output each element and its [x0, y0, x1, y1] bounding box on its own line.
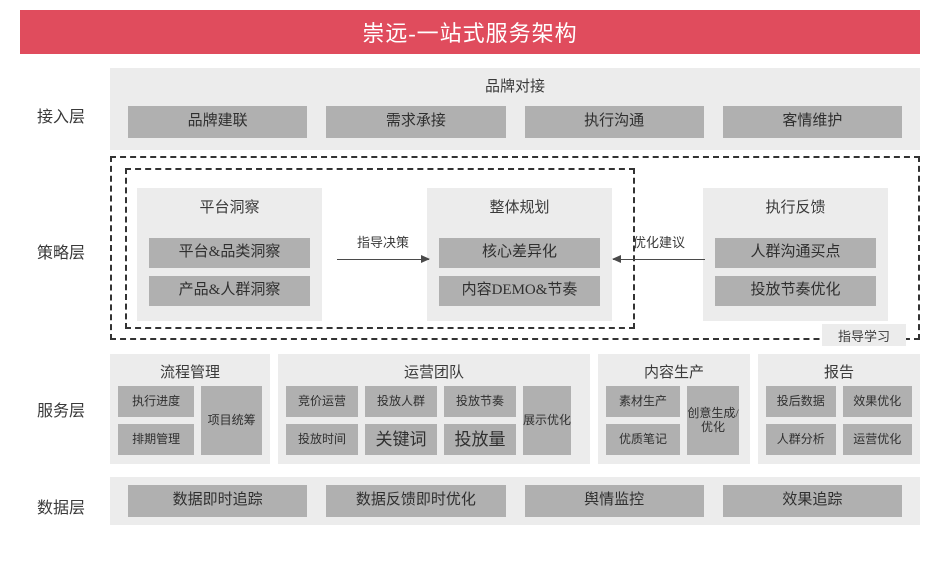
service-group-operations-team: 运营团队 竞价运营投放时间投放人群关键词投放节奏投放量展示优化: [278, 354, 590, 464]
service-column: 竞价运营投放时间: [286, 386, 358, 455]
row-label-data: 数据层: [36, 500, 85, 517]
service-layer-item[interactable]: 排期管理: [118, 424, 195, 455]
arrow-guide-decision-label: 指导决策: [356, 235, 409, 250]
strategy-panel-platform-insight: 平台洞察 平台&品类洞察产品&人群洞察: [137, 188, 322, 321]
strategy-panel-overall-plan: 整体规划 核心差异化内容DEMO&节奏: [427, 188, 612, 321]
service-layer-item[interactable]: 效果优化: [842, 386, 912, 417]
access-layer-items: 品牌建联需求承接执行沟通客情维护: [128, 106, 902, 138]
service-column: 展示优化: [523, 386, 571, 455]
service-column: 投后数据人群分析: [766, 386, 836, 455]
arrow-optimization-advice-label: 优化建议: [632, 235, 685, 250]
strategy-panel-items: 核心差异化内容DEMO&节奏: [439, 238, 600, 306]
service-layer-item[interactable]: 投放节奏: [444, 386, 516, 417]
service-group-title: 内容生产: [643, 365, 704, 381]
data-layer-item[interactable]: 数据即时追踪: [128, 485, 308, 517]
strategy-panel-items: 人群沟通买点投放节奏优化: [715, 238, 876, 306]
guided-learning-label: 指导学习: [822, 324, 906, 346]
service-layer-item[interactable]: 执行进度: [118, 386, 195, 417]
service-group-title: 报告: [823, 365, 854, 381]
service-layer-item[interactable]: 投放量: [444, 424, 516, 455]
service-layer-item[interactable]: 关键词: [365, 424, 437, 455]
strategy-layer-item[interactable]: 投放节奏优化: [715, 276, 876, 306]
service-column: 投放人群关键词: [365, 386, 437, 455]
service-column: 效果优化运营优化: [842, 386, 912, 455]
service-group-body: 执行进度排期管理项目统筹: [118, 386, 262, 455]
data-layer-item[interactable]: 数据反馈即时优化: [326, 485, 506, 517]
service-layer-item[interactable]: 创意生成/优化: [687, 386, 739, 455]
service-group-body: 投后数据人群分析效果优化运营优化: [766, 386, 912, 455]
service-group-title: 运营团队: [403, 365, 464, 381]
strategy-inner-dashed-frame: [125, 168, 635, 329]
strategy-layer-item[interactable]: 核心差异化: [439, 238, 600, 268]
strategy-panel-items: 平台&品类洞察产品&人群洞察: [149, 238, 310, 306]
service-layer-item[interactable]: 运营优化: [842, 424, 912, 455]
service-group-title: 流程管理: [159, 365, 220, 381]
row-label-strategy: 策略层: [36, 245, 85, 262]
row-label-access: 接入层: [36, 109, 85, 126]
service-group-content-production: 内容生产 素材生产优质笔记创意生成/优化: [598, 354, 750, 464]
service-layer-item[interactable]: 素材生产: [606, 386, 680, 417]
strategy-layer-item[interactable]: 内容DEMO&节奏: [439, 276, 600, 306]
arrow-optimization-advice: 优化建议: [612, 232, 705, 263]
access-layer-item[interactable]: 执行沟通: [524, 106, 704, 138]
data-layer-item[interactable]: 效果追踪: [722, 485, 902, 517]
service-layer-item[interactable]: 项目统筹: [201, 386, 262, 455]
service-layer-item[interactable]: 投放时间: [286, 424, 358, 455]
access-layer-panel: 品牌对接 品牌建联需求承接执行沟通客情维护: [110, 68, 920, 150]
access-layer-item[interactable]: 客情维护: [722, 106, 902, 138]
access-layer-title: 品牌对接: [484, 79, 545, 95]
service-column: 执行进度排期管理: [118, 386, 195, 455]
arrow-left-icon: [612, 255, 705, 263]
page-title: 崇远-一站式服务架构: [362, 21, 578, 46]
row-label-service: 服务层: [36, 403, 85, 420]
strategy-layer-item[interactable]: 产品&人群洞察: [149, 276, 310, 306]
arrow-guide-decision: 指导决策: [337, 232, 430, 263]
page-title-banner: 崇远-一站式服务架构: [20, 10, 920, 54]
strategy-panel-title: 平台洞察: [199, 200, 260, 216]
service-group-report: 报告 投后数据人群分析效果优化运营优化: [758, 354, 920, 464]
service-column: 投放节奏投放量: [444, 386, 516, 455]
service-group-body: 素材生产优质笔记创意生成/优化: [606, 386, 742, 455]
data-layer-panel: 数据即时追踪数据反馈即时优化舆情监控效果追踪: [110, 477, 920, 525]
data-layer-item[interactable]: 舆情监控: [524, 485, 704, 517]
strategy-panel-execution-feedback: 执行反馈 人群沟通买点投放节奏优化: [703, 188, 888, 321]
service-group-process-management: 流程管理 执行进度排期管理项目统筹: [110, 354, 270, 464]
access-layer-item[interactable]: 品牌建联: [128, 106, 308, 138]
service-column: 项目统筹: [201, 386, 262, 455]
service-group-body: 竞价运营投放时间投放人群关键词投放节奏投放量展示优化: [286, 386, 582, 455]
strategy-panel-title: 整体规划: [489, 200, 550, 216]
strategy-outer-dashed-frame: [110, 156, 920, 340]
strategy-layer-item[interactable]: 人群沟通买点: [715, 238, 876, 268]
strategy-panel-title: 执行反馈: [765, 200, 826, 216]
service-layer-item[interactable]: 人群分析: [766, 424, 836, 455]
service-layer-item[interactable]: 投放人群: [365, 386, 437, 417]
data-layer-items: 数据即时追踪数据反馈即时优化舆情监控效果追踪: [128, 485, 902, 517]
service-layer-item[interactable]: 竞价运营: [286, 386, 358, 417]
strategy-layer-item[interactable]: 平台&品类洞察: [149, 238, 310, 268]
service-layer-item[interactable]: 展示优化: [523, 386, 571, 455]
service-column: 创意生成/优化: [687, 386, 739, 455]
service-column: 素材生产优质笔记: [606, 386, 680, 455]
service-layer-item[interactable]: 优质笔记: [606, 424, 680, 455]
service-layer-item[interactable]: 投后数据: [766, 386, 836, 417]
arrow-right-icon: [337, 255, 430, 263]
access-layer-item[interactable]: 需求承接: [326, 106, 506, 138]
